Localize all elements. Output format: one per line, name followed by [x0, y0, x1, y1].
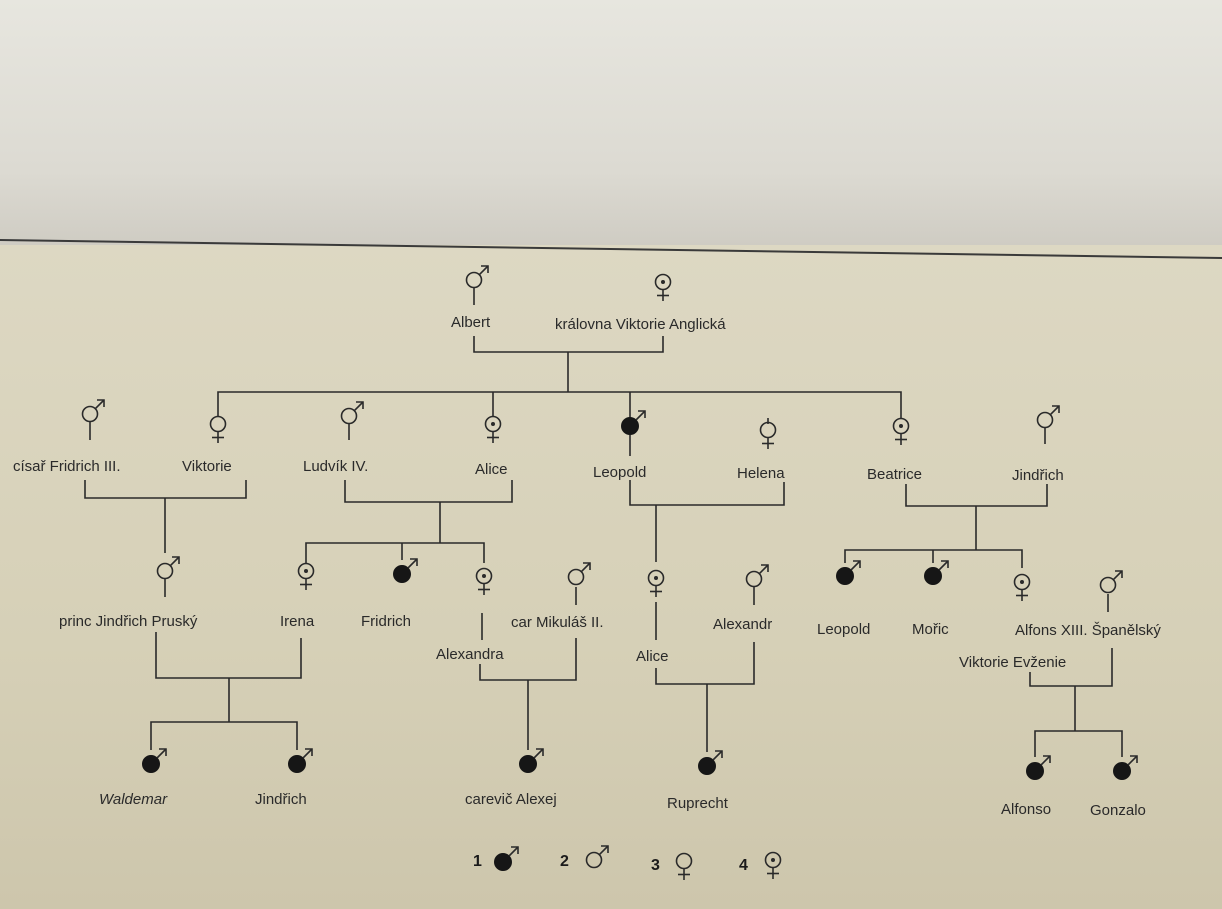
label-viktorie-evzenie: Viktorie Evženie: [959, 654, 1067, 671]
label-leopold1: Leopold: [593, 464, 647, 481]
viktorie-evzenie-symbol: [1013, 573, 1031, 602]
leopold1-symbol: [620, 410, 646, 436]
leopold2-symbol: [835, 560, 861, 586]
label-jindrich-prusky: princ Jindřich Pruský: [59, 613, 198, 630]
label-alfonso: Alfonso: [1001, 801, 1052, 818]
label-albert: Albert: [451, 314, 491, 331]
label-moric: Mořic: [912, 621, 949, 638]
legend-carrier-female-icon: [764, 851, 782, 880]
label-irena: Irena: [280, 613, 315, 630]
label-gonzalo: Gonzalo: [1090, 802, 1146, 819]
waldemar-symbol: [141, 748, 167, 774]
helena-symbol: [759, 421, 777, 450]
viktorie-symbol: [209, 415, 227, 444]
legend-number-4: 4: [739, 857, 748, 874]
label-viktorie: Viktorie: [182, 458, 232, 475]
ruprecht-symbol: [697, 750, 723, 776]
label-alexandra: Alexandra: [436, 646, 504, 663]
legend-number-2: 2: [560, 853, 569, 870]
label-alice1: Alice: [475, 461, 508, 478]
fridrich3-symbol: [81, 399, 105, 423]
legend-healthy-male-icon: [585, 845, 609, 869]
gonzalo-symbol: [1112, 755, 1138, 781]
label-waldemar: Waldemar: [99, 791, 168, 808]
alfons13-symbol: [1099, 570, 1123, 594]
albert-symbol: [465, 265, 489, 289]
upper-page-background: [0, 0, 1222, 245]
label-ludvik4: Ludvík IV.: [303, 458, 369, 475]
ludvik4-symbol: [340, 401, 364, 425]
legend-healthy-female-icon: [675, 852, 693, 881]
mikulas-symbol: [567, 562, 591, 586]
jindrich2-symbol: [287, 748, 313, 774]
label-ruprecht: Ruprecht: [667, 795, 728, 812]
label-fridrich3: císař Fridrich III.: [13, 458, 121, 475]
irena-symbol: [297, 562, 315, 591]
queen-victoria-symbol: [654, 273, 672, 302]
alexandra-symbol: [475, 567, 493, 596]
label-alexej: carevič Alexej: [465, 791, 557, 808]
label-fridrich: Fridrich: [361, 613, 412, 630]
label-alfons13: Alfons XIII. Španělský: [1015, 622, 1161, 639]
lower-page-background: [0, 245, 1222, 909]
jindrich-prusky-symbol: [156, 556, 180, 580]
alfonso-symbol: [1025, 755, 1051, 781]
alexandr-symbol: [745, 564, 769, 588]
legend-number-3: 3: [651, 857, 660, 874]
connector-lines: [84, 336, 1123, 757]
label-queen-victoria: královna Viktorie Anglická: [555, 316, 726, 333]
alice2-symbol: [647, 569, 665, 598]
legend-affected-male-icon: [493, 846, 519, 872]
label-helena: Helena: [737, 465, 785, 482]
label-beatrice: Beatrice: [867, 466, 923, 483]
beatrice-symbol: [892, 417, 910, 446]
label-mikulas: car Mikuláš II.: [511, 614, 604, 631]
moric-symbol: [923, 560, 949, 586]
label-alexandr: Alexandr: [713, 616, 773, 633]
label-alice2: Alice: [636, 648, 669, 665]
label-jindrich1: Jindřich: [1012, 467, 1064, 484]
page-fold-line: [0, 239, 1222, 259]
fridrich-symbol: [392, 558, 418, 584]
alexej-symbol: [518, 748, 544, 774]
label-leopold2: Leopold: [817, 621, 871, 638]
jindrich1-symbol: [1036, 405, 1060, 429]
alice1-symbol: [484, 415, 502, 444]
legend-number-1: 1: [473, 853, 482, 870]
label-jindrich2: Jindřich: [255, 791, 307, 808]
